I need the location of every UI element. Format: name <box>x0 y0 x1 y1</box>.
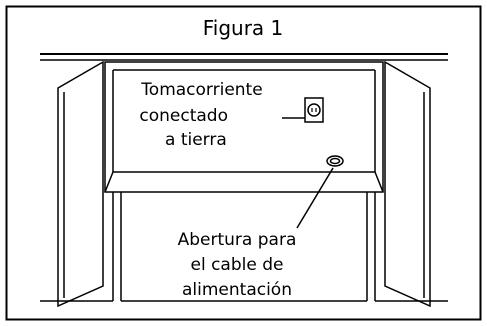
outlet-label-line-3: a tierra <box>165 130 227 150</box>
left-cabinet-door <box>57 60 104 308</box>
grounded-outlet <box>304 97 324 123</box>
opening-label-line-1: Abertura para <box>178 230 297 250</box>
opening-label-line-3: alimentación <box>182 280 292 300</box>
figure-title: Figura 1 <box>203 16 284 40</box>
right-support-panel <box>366 192 376 301</box>
opening-label-line-2: el cable de <box>191 255 284 275</box>
outlet-label-line-2: conectado <box>139 106 228 126</box>
opening-callout: Abertura para el cable de alimentación <box>178 230 297 300</box>
right-cabinet-door <box>384 60 431 308</box>
countertop <box>40 53 448 61</box>
left-support-panel <box>112 192 122 301</box>
opening-leader-line <box>296 167 334 229</box>
power-cord-opening <box>326 155 344 167</box>
outlet-callout: Tomacorriente conectado a tierra <box>139 80 262 150</box>
outlet-label-line-1: Tomacorriente <box>140 80 262 100</box>
